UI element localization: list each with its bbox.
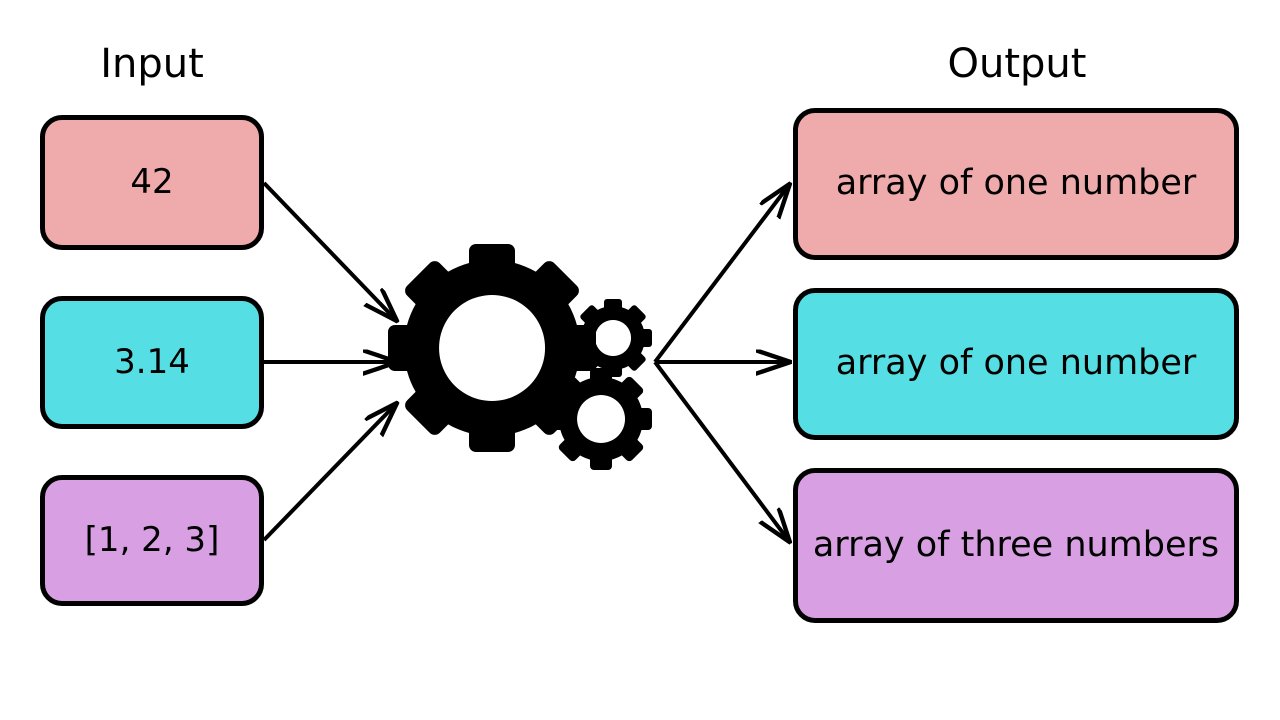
input-node-list[interactable]: [1, 2, 3] [40,475,264,606]
output-node-array-three[interactable]: array of three numbers [793,468,1239,623]
input-node-integer-label: 42 [130,161,174,202]
input-node-float-label: 3.14 [114,341,190,382]
output-node-array-one-b[interactable]: array of one number [793,288,1239,440]
output-column-header: Output [947,41,1087,87]
output-node-array-three-label: array of three numbers [812,524,1220,565]
input-node-list-label: [1, 2, 3] [84,519,220,560]
input-node-float[interactable]: 3.14 [40,296,264,429]
output-node-array-one-a-label: array of one number [835,163,1197,204]
input-column-header: Input [100,41,204,87]
input-node-integer[interactable]: 42 [40,115,264,250]
output-node-array-one-b-label: array of one number [835,343,1197,384]
output-node-array-one-a[interactable]: array of one number [793,108,1239,260]
